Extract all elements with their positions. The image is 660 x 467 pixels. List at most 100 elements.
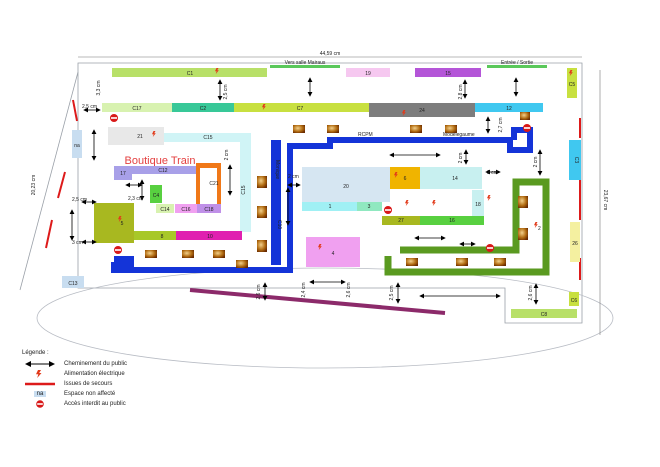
stand-17 <box>114 166 132 180</box>
stand-c21-label: C21 <box>209 181 218 187</box>
stand-c13 <box>62 276 84 288</box>
stand-4 <box>306 237 360 267</box>
monique-label: Monique <box>274 160 280 179</box>
stand-10-label: 10 <box>207 234 213 240</box>
stand-c1-label: C1 <box>187 71 194 77</box>
stand-3 <box>357 202 382 211</box>
dim-label: 2 cm <box>533 157 539 168</box>
dim-label: 2,6 cm <box>346 282 352 297</box>
outdoor-area-outline <box>36 267 614 369</box>
dim-label: 2,4 cm <box>301 282 307 297</box>
stand-c12 <box>132 166 200 174</box>
na-label: na <box>74 143 80 149</box>
na-symbol: na <box>33 391 47 397</box>
electric-icon <box>432 200 436 206</box>
room-left-wall <box>19 71 79 291</box>
dim-label: 2 cm <box>458 153 464 164</box>
stand-17-label: 17 <box>120 171 126 177</box>
stand-21 <box>108 127 164 145</box>
stand-c4-label: C4 <box>153 193 160 199</box>
stand-c7 <box>234 103 369 112</box>
plan-title: Boutique Train <box>125 155 196 167</box>
dim-label: 2 cm <box>288 174 299 180</box>
legend-item: Cheminement du public <box>22 359 222 369</box>
rcpm-label: RCPM <box>358 132 373 138</box>
emergency-exit <box>45 219 53 249</box>
dim-label: 2,5 cm <box>72 197 87 203</box>
dim-label: 3,3 cm <box>96 80 102 95</box>
stand-c5-label: C5 <box>569 82 576 88</box>
dim-label: 2,7 cm <box>498 117 504 132</box>
stand-c16 <box>175 204 197 213</box>
double-arrow-icon <box>22 360 58 368</box>
stand-c2 <box>172 103 234 112</box>
stand-c16-label: C16 <box>181 207 190 213</box>
legend: Légende : Cheminement du public Alimenta… <box>22 350 222 409</box>
stand-c1 <box>112 68 267 77</box>
dim-label: 2,5 cm <box>389 285 395 300</box>
stand-20 <box>302 167 390 202</box>
legend-label: Accès interdit au public <box>64 401 126 407</box>
no-entry-icons <box>110 114 531 254</box>
legend-label: Issues de secours <box>64 381 113 387</box>
stand-24-label: 24 <box>419 108 425 114</box>
public-flow-arrows <box>69 77 543 305</box>
stand-1 <box>302 202 357 211</box>
legend-label: Espace non affecté <box>64 391 116 397</box>
stand-5-label: 5 <box>121 221 124 227</box>
stand-19 <box>346 68 390 77</box>
no-entry-icon <box>22 400 58 408</box>
dim-label: 2,5 cm <box>82 104 97 110</box>
stand-26-label: 26 <box>572 241 578 247</box>
stand-19-label: 19 <box>365 71 371 77</box>
electric-icon <box>487 195 491 201</box>
stand-12-label: 12 <box>506 106 512 112</box>
stand-c15-top <box>164 133 251 142</box>
legend-label: Cheminement du public <box>64 361 128 367</box>
legend-title: Légende : <box>22 350 49 356</box>
stand-c9-path <box>384 178 550 276</box>
red-line-icon <box>22 381 58 387</box>
electric-icon <box>405 200 409 206</box>
stand-27 <box>382 216 420 225</box>
legend-item: Issues de secours <box>22 379 222 389</box>
legend-item: na Espace non affecté <box>22 389 222 399</box>
stand-15-label: 15 <box>445 71 451 77</box>
stand-c3-label: C3 <box>573 157 579 164</box>
stand-c6 <box>569 292 579 306</box>
stand-21-label: 21 <box>137 134 143 140</box>
stand-c18-label: C18 <box>204 207 213 213</box>
stand-c18 <box>197 204 221 213</box>
legend-item: Alimentation électrique <box>22 369 222 379</box>
stand-10 <box>176 231 242 240</box>
stand-4-label: 4 <box>332 251 335 257</box>
stand-c5 <box>567 68 577 98</box>
dim-label: 2,5 cm <box>223 84 229 99</box>
stand-c21-inner <box>200 168 217 208</box>
stand-c7-label: C7 <box>297 106 304 112</box>
stand-c10-label: C10 <box>276 220 282 229</box>
stand-1-label: 1 <box>329 204 332 210</box>
stand-c17-label: C17 <box>132 106 141 112</box>
stand-c2-label: C2 <box>200 106 207 112</box>
stand-6 <box>390 167 420 189</box>
dim-label: 2,3 cm <box>128 196 143 202</box>
modelegaume-label: Modélegaume <box>443 132 475 138</box>
emergency-exit <box>72 99 78 122</box>
dim-label: 2 cm <box>487 170 498 176</box>
stand-18-label: 18 <box>475 202 481 208</box>
outdoor-barrier <box>189 288 446 315</box>
stand-8-label: 8 <box>161 234 164 240</box>
walkway-blue-end <box>114 256 134 268</box>
stand-8 <box>134 231 176 240</box>
legend-item: Accès interdit au public <box>22 399 222 409</box>
unassigned-space <box>72 130 82 158</box>
stand-c8-label: C8 <box>541 312 548 318</box>
stand-c3 <box>569 140 581 180</box>
dim-label: 2 cm <box>224 150 230 161</box>
stand-c6-label: C6 <box>571 298 578 304</box>
dim-label: 2,8 cm <box>458 84 464 99</box>
stand-15 <box>415 68 481 77</box>
entree-bar <box>487 65 547 68</box>
